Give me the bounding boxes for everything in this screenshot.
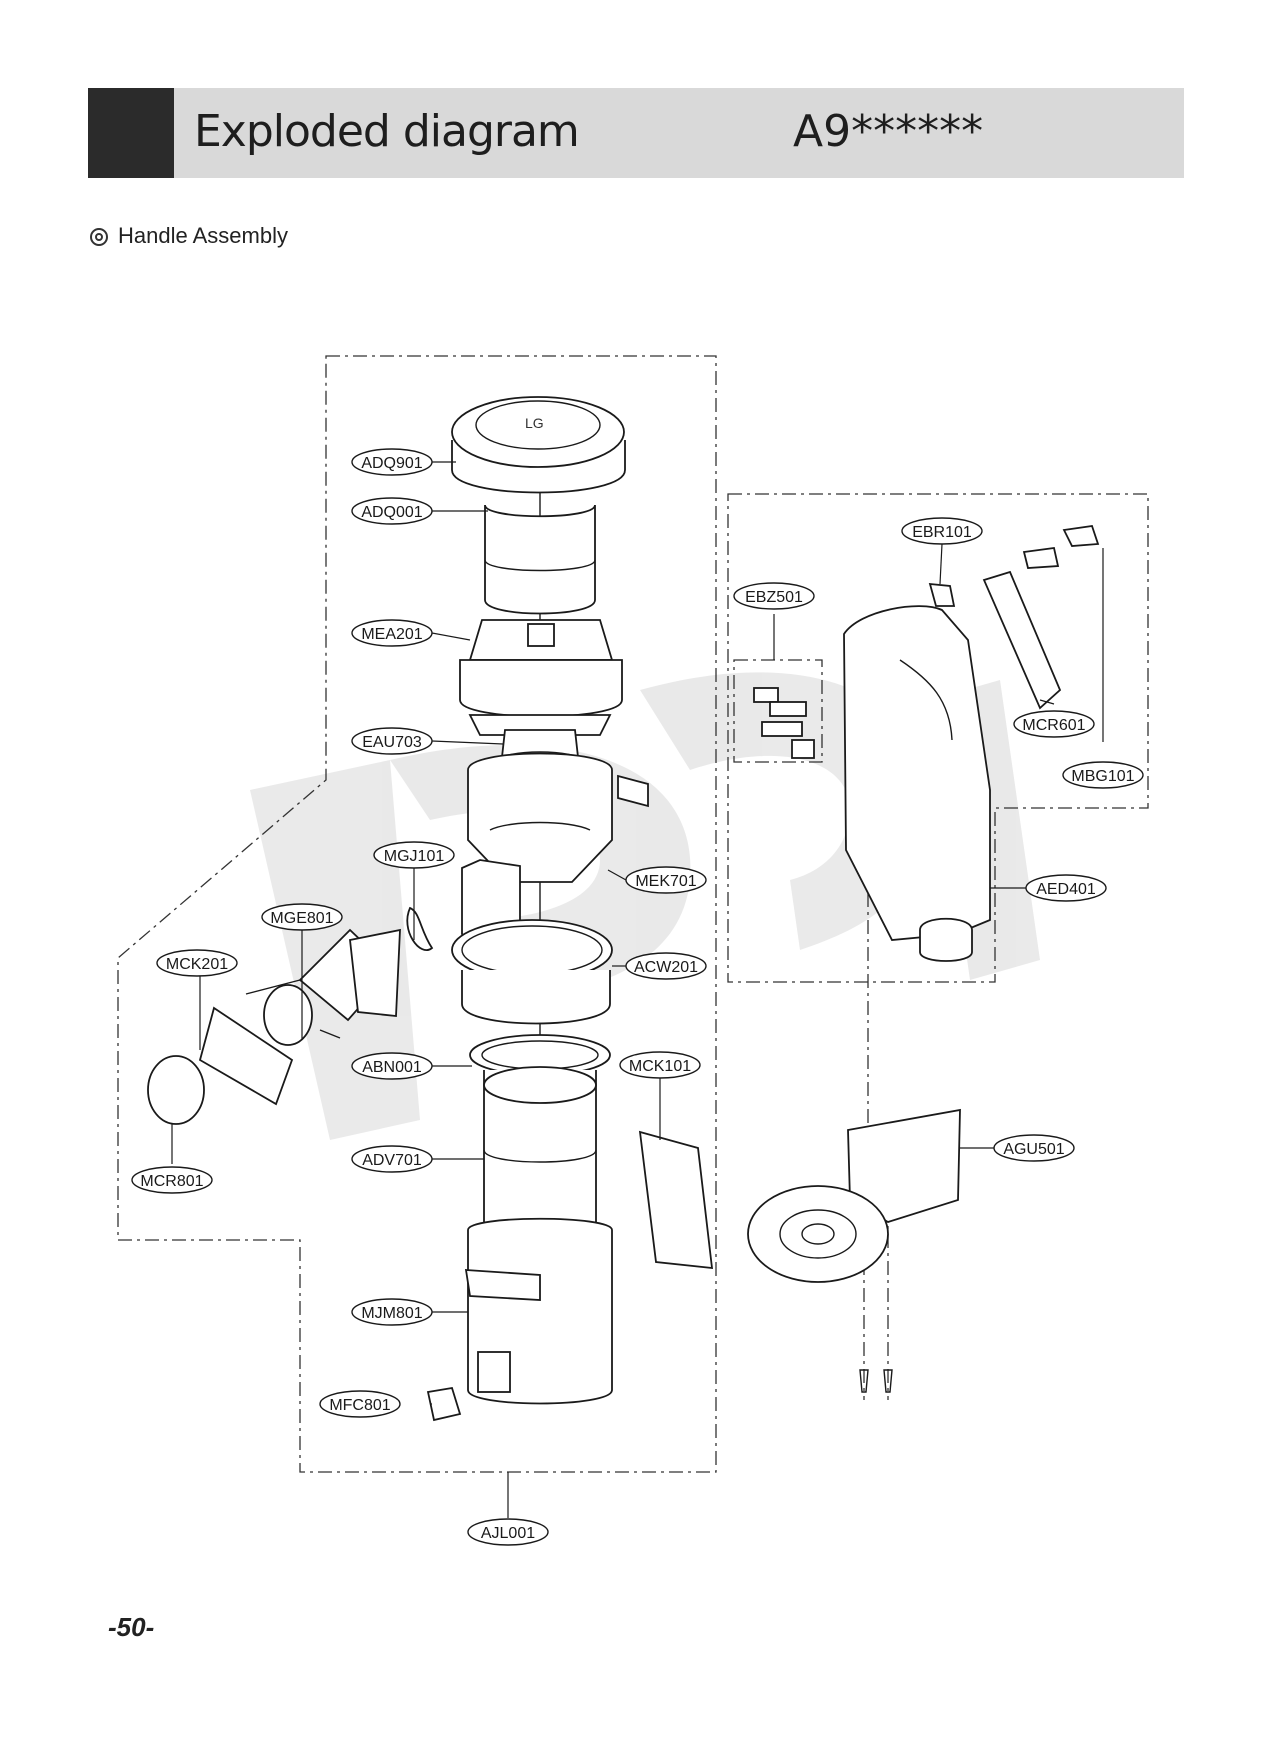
assembly-boundary-main (117, 355, 717, 1473)
part-label-mgj101: MGJ101 (384, 848, 445, 865)
cyclone-drawing (459, 619, 623, 736)
leader-lines (171, 461, 1104, 1518)
part-label-mge801: MGE801 (270, 910, 333, 927)
part-label-agu501: AGU501 (1003, 1141, 1064, 1158)
part-label-mcr601: MCR601 (1022, 717, 1085, 734)
filter-drawing (484, 504, 596, 615)
part-label-mfc801: MFC801 (329, 1397, 390, 1414)
part-label-mbg101: MBG101 (1071, 768, 1134, 785)
svg-text:LG: LG (525, 415, 544, 431)
section-title: Handle Assembly (118, 223, 288, 248)
part-label-adq001: ADQ001 (361, 504, 422, 521)
part-label-adq901: ADQ901 (361, 455, 422, 472)
part-label-mea201: MEA201 (361, 626, 422, 643)
part-label-eau703: EAU703 (362, 734, 422, 751)
screws-drawing (859, 1369, 893, 1393)
model-number: A9****** (793, 106, 984, 157)
bottom-housing-drawing (464, 1217, 613, 1405)
part-label-ebz501: EBZ501 (745, 589, 803, 606)
dust-bin-cone-drawing (467, 752, 649, 883)
page-number: -50- (108, 1612, 155, 1642)
part-label-abn001: ABN001 (362, 1059, 422, 1076)
part-label-aed401: AED401 (1036, 881, 1096, 898)
handle-grip-drawing (753, 525, 1100, 962)
header-accent-block (88, 88, 174, 178)
part-label-mcr801: MCR801 (140, 1173, 203, 1190)
cover-clip-drawing (426, 1386, 462, 1422)
battery-housing-drawing (747, 1108, 961, 1283)
callout-labels: ADQ901 ADQ001 MEA201 EAU703 MGJ101 MGE80… (131, 448, 1144, 1546)
assembly-boundary-grip (727, 493, 1149, 983)
part-label-mek701: MEK701 (635, 873, 696, 890)
page-title: Exploded diagram (194, 106, 580, 157)
part-label-adv701: ADV701 (362, 1152, 422, 1169)
section-heading: Handle Assembly (90, 222, 288, 250)
assembly-boundary-ebz501 (733, 659, 823, 763)
part-label-mjm801: MJM801 (361, 1305, 422, 1322)
double-circle-bullet-icon (90, 228, 108, 246)
nozzle-assembly-drawing (147, 928, 401, 1125)
part-label-ebr101: EBR101 (912, 524, 972, 541)
part-label-acw201: ACW201 (634, 959, 698, 976)
part-label-ajl001: AJL001 (481, 1525, 535, 1542)
part-label-mck101: MCK101 (629, 1058, 691, 1075)
part-label-mck201: MCK201 (166, 956, 228, 973)
dust-bin-ring-drawing (451, 919, 613, 1025)
filter-cap-drawing: LG (451, 396, 626, 494)
motor-housing-drawing (483, 1066, 597, 1258)
header-bar (174, 88, 1184, 178)
bracket-drawing (638, 1130, 714, 1270)
